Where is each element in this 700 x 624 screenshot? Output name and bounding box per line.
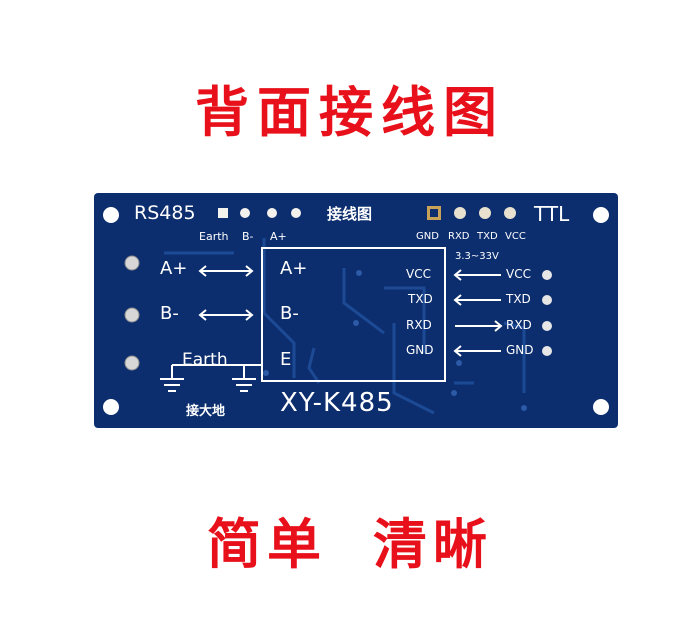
- module-pin-gnd: GND: [406, 343, 434, 357]
- module-pin-a: A+: [280, 258, 308, 279]
- module-pin-e: E: [280, 349, 292, 370]
- right-pin-txd: TXD: [506, 292, 531, 306]
- vias: [263, 270, 527, 411]
- ttl-label: TTL: [534, 202, 570, 226]
- right-solder-joints: [542, 270, 552, 356]
- ttl-header-pads: [427, 206, 516, 220]
- right-pin-vcc: VCC: [506, 267, 531, 281]
- left-arrows: [172, 265, 262, 366]
- ttl-pin-gnd: GND: [416, 231, 439, 242]
- ttl-pin-txd: TXD: [477, 231, 498, 242]
- terminal-label-b: B-: [160, 303, 179, 324]
- right-pin-gnd: GND: [506, 343, 534, 357]
- rs485-label: RS485: [134, 202, 196, 224]
- mounting-holes: [103, 207, 609, 415]
- ttl-pin-vcc: VCC: [505, 231, 526, 242]
- terminal-label-a: A+: [160, 258, 188, 279]
- model-label: XY-K485: [280, 388, 394, 418]
- terminal-label-earth: Earth: [182, 350, 228, 370]
- module-pin-rxd: RXD: [406, 318, 432, 332]
- right-pin-rxd: RXD: [506, 318, 532, 332]
- pcb-board: RS485 TTL 接线图 Earth B- A+ GND RXD TXD VC…: [94, 193, 618, 428]
- page-title: 背面接线图: [195, 81, 505, 144]
- pin-label-earth: Earth: [199, 230, 229, 243]
- wiring-label: 接线图: [327, 205, 373, 223]
- pcb-traces: [164, 238, 526, 415]
- subtitle-left: 简单: [207, 513, 327, 576]
- module-pin-b: B-: [280, 303, 299, 324]
- subtitle: 简单清晰: [0, 500, 700, 579]
- module-pin-txd: TXD: [408, 292, 433, 306]
- voltage-label: 3.3~33V: [455, 251, 499, 262]
- pcb-drawing: [103, 206, 609, 415]
- pin-label-a: A+: [270, 230, 287, 243]
- rs485-header-pads: [218, 208, 301, 218]
- left-solder-joints: [124, 255, 140, 371]
- ttl-pin-rxd: RXD: [448, 231, 470, 242]
- module-pin-vcc: VCC: [406, 267, 431, 281]
- module-outline: [261, 247, 446, 382]
- ground-icon: [160, 365, 256, 392]
- right-arrows: [453, 269, 503, 357]
- ground-label: 接大地: [186, 404, 226, 419]
- subtitle-right: 清晰: [373, 513, 493, 576]
- pin-label-b: B-: [242, 230, 254, 243]
